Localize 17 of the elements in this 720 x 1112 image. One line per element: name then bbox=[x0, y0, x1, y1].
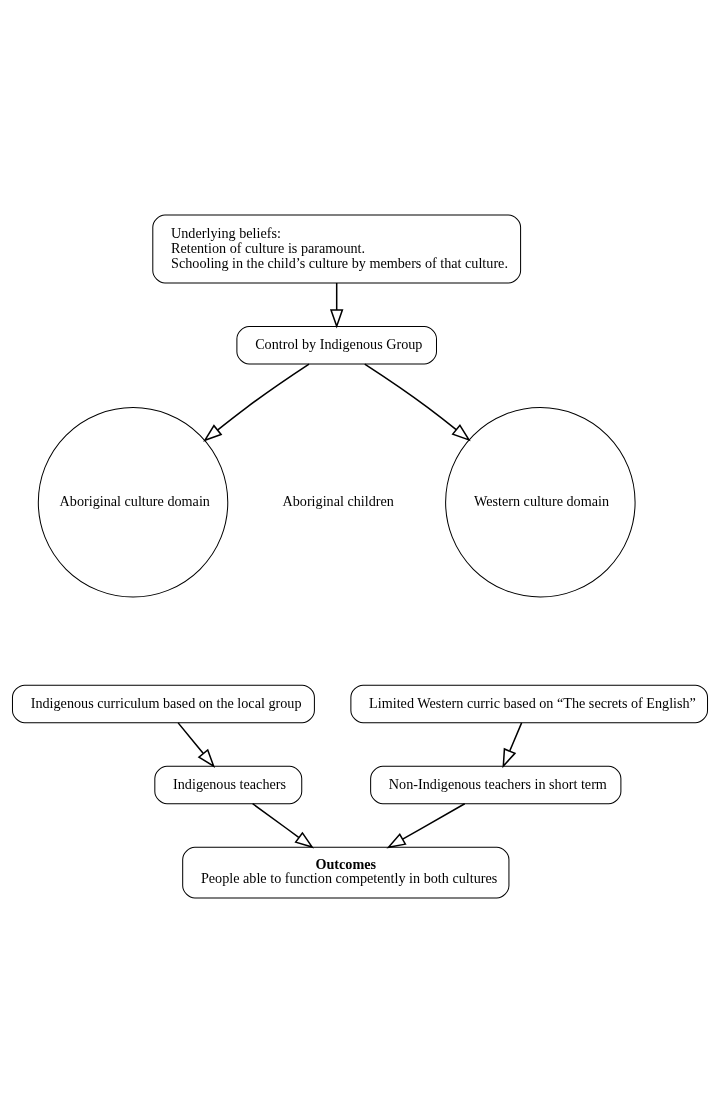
node-box: Underlying beliefs: Retention of culture is paramount. Schooling in the child’s culture by members of that culture. bbox=[152, 214, 522, 283]
arrow bbox=[329, 281, 344, 329]
node-box: Outcomes People able to function competently in both cultures bbox=[182, 846, 510, 898]
node-circle: Aboriginal culture domain bbox=[37, 406, 229, 598]
node-box: Indigenous teachers bbox=[154, 765, 303, 804]
node-box: Control by Indigenous Group bbox=[236, 325, 437, 364]
arrow bbox=[502, 721, 523, 768]
label: Aboriginal children bbox=[282, 492, 394, 509]
node-circle: Western culture domain bbox=[445, 406, 636, 598]
arrow bbox=[177, 721, 216, 768]
node-box: Indigenous curriculum based on the local group bbox=[11, 684, 315, 723]
node-box: Limited Western curric based on “The secrets of English” bbox=[350, 684, 709, 723]
arrow bbox=[251, 802, 314, 848]
node-box: Non-Indigenous teachers in short term bbox=[370, 765, 622, 804]
arrow bbox=[364, 362, 471, 441]
arrow bbox=[386, 802, 466, 848]
arrow bbox=[203, 362, 310, 442]
